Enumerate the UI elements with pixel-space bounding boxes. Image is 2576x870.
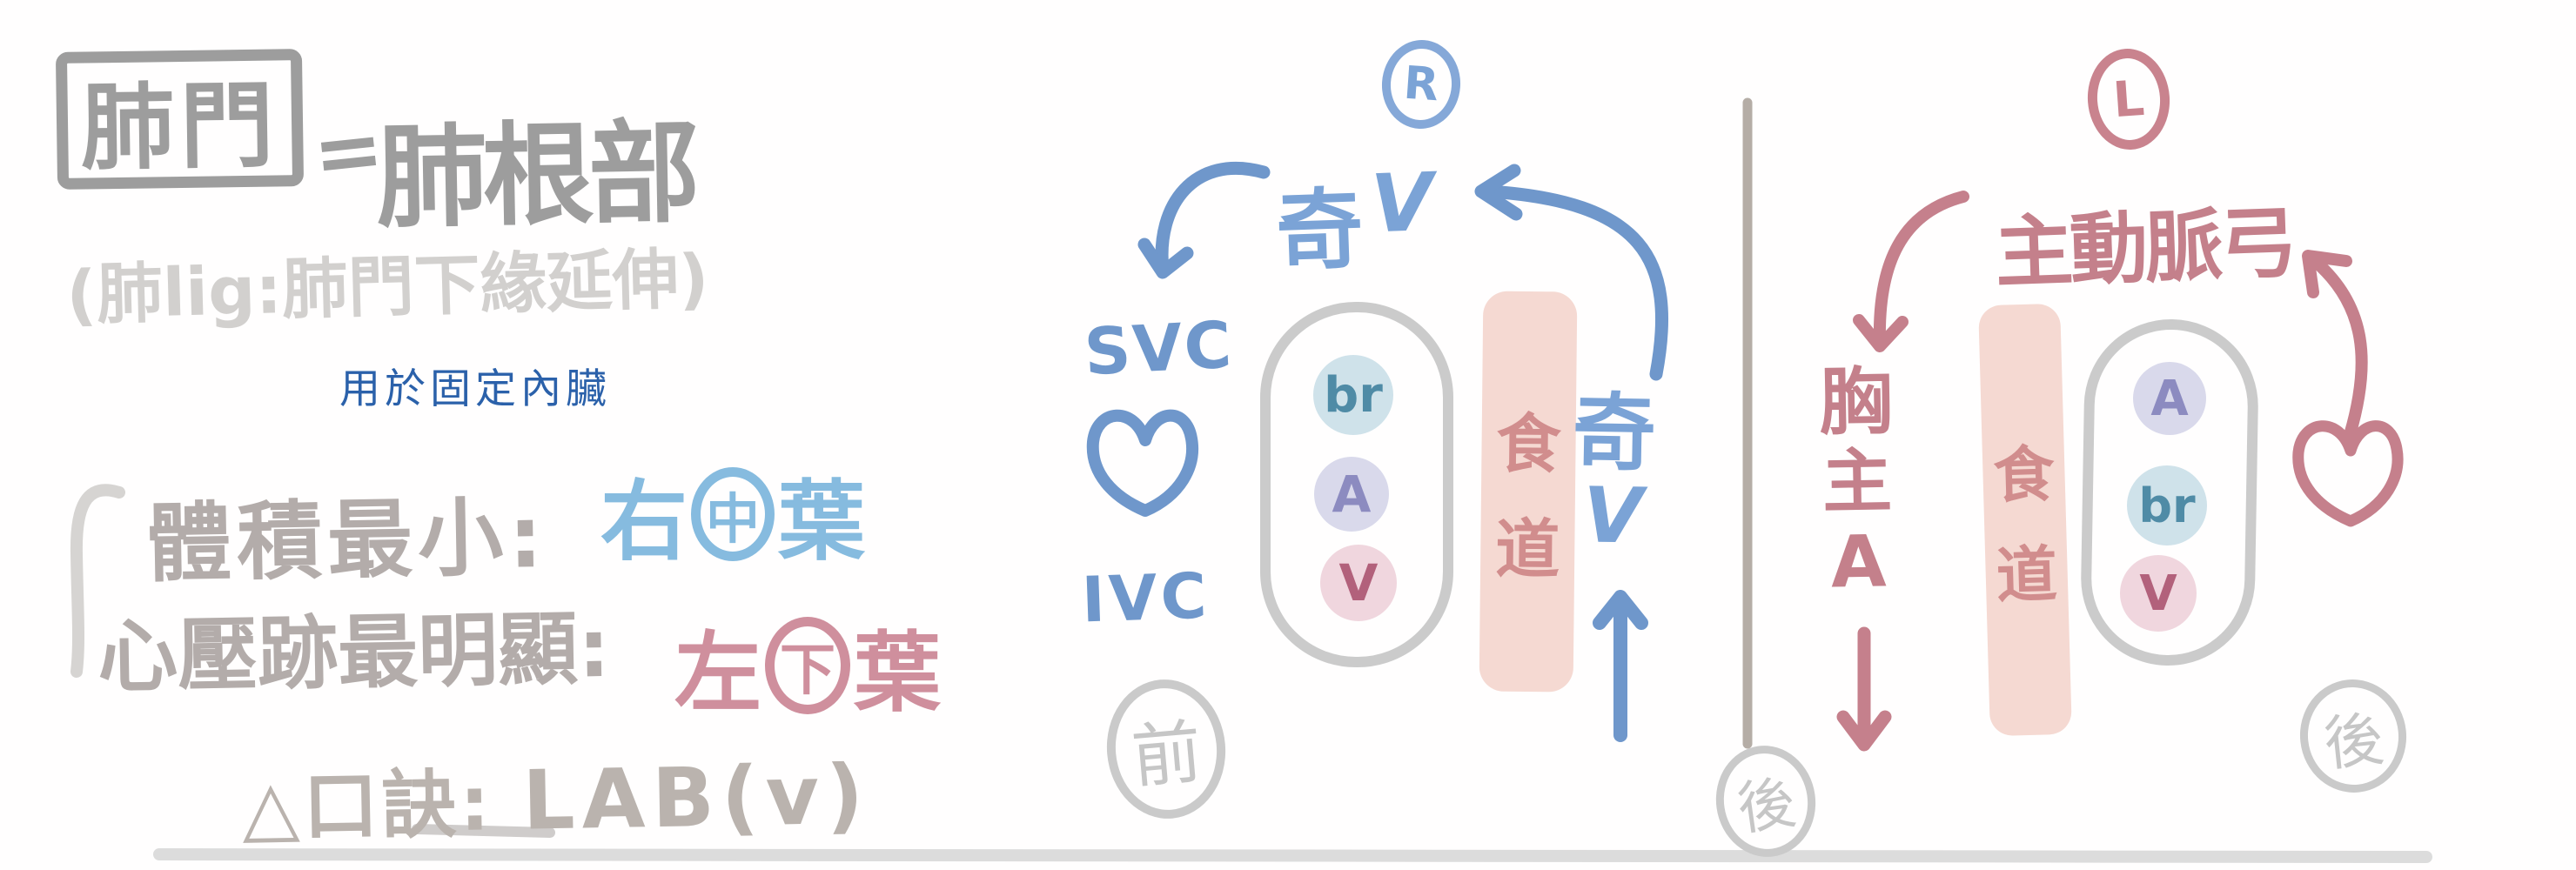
l-artery-chip: A	[2133, 362, 2206, 435]
azygos-to-svc-arrowhead	[1137, 238, 1194, 279]
ivc-label: IVC	[1080, 559, 1211, 637]
thoracic-aorta-label: 胸 主 A	[1814, 358, 1902, 605]
azygos-column-label: 奇 V	[1570, 384, 1657, 561]
azygos-label-letter: V	[1369, 155, 1435, 251]
back-orientation-text-left: 後	[1733, 768, 1800, 844]
l-bronchus-chip: br	[2127, 465, 2207, 545]
bottom-line	[153, 848, 2432, 863]
r-esophagus-char2: 道	[1494, 512, 1560, 588]
aortic-arch-label: 主動脈弓	[1993, 197, 2297, 299]
volume-fact-value: 右 中 葉	[600, 451, 865, 577]
front-orientation-circle: 前	[1101, 674, 1231, 824]
r-side-mark: R	[1401, 57, 1441, 112]
l-vein-chip: V	[2120, 555, 2197, 632]
l-side-mark: L	[2110, 70, 2147, 129]
azygos-arch-arrowhead	[1474, 164, 1523, 221]
back-orientation-circle-left: 後	[1708, 739, 1823, 864]
mnemonic-code: LAB(v)	[521, 747, 871, 849]
volume-value-post: 葉	[778, 471, 865, 572]
cardiac-value-post: 葉	[854, 622, 941, 724]
aorta-down-arrowhead	[1836, 710, 1892, 752]
back-orientation-circle-right: 後	[2294, 673, 2412, 799]
thoracic-aorta-char1: 胸	[1818, 358, 1894, 445]
boxed-term: 肺門	[55, 49, 305, 190]
volume-value-pre: 右	[600, 471, 688, 572]
r-vein-chip: V	[1320, 545, 1397, 621]
azygos-label: 奇 V	[1274, 156, 1436, 287]
azygos-up-arrowhead	[1593, 590, 1648, 630]
arch-to-aorta-arrowhead	[1853, 314, 1909, 352]
l-esophagus-char2: 道	[1995, 538, 2058, 612]
r-artery-chip: A	[1314, 457, 1389, 532]
l-esophagus-bar: 食 道	[1978, 303, 2072, 737]
svc-label: SVC	[1082, 307, 1236, 391]
volume-fact-label: 體積最小:	[145, 487, 549, 595]
mnemonic-label: △口訣:	[241, 760, 494, 853]
heart-icon	[2292, 420, 2404, 527]
cardiac-fact-value: 左 下 葉	[674, 602, 941, 728]
thoracic-aorta-char2: 主	[1821, 440, 1893, 523]
arch-to-aorta-arrow	[1873, 191, 1969, 347]
front-orientation-text: 前	[1128, 711, 1205, 799]
l-esophagus-char1: 食	[1992, 438, 2056, 512]
heart-to-arch-arrowhead	[2302, 250, 2352, 298]
boxed-term-text: 肺門	[79, 71, 280, 184]
volume-value-circled: 中	[691, 466, 775, 561]
l-side-mark-circle: L	[2084, 45, 2173, 153]
ligament-note: (肺lig:肺門下緣延伸)	[65, 239, 710, 334]
azygos-to-svc-arrow	[1155, 161, 1271, 277]
r-esophagus-bar: 食 道	[1479, 291, 1578, 693]
azygos-column-hanzi: 奇	[1571, 384, 1657, 483]
cardiac-fact-label: 心壓跡最明顯:	[97, 601, 611, 705]
r-esophagus-char1: 食	[1496, 406, 1562, 483]
azygos-column-letter: V	[1582, 470, 1644, 561]
cardiac-value-circled: 下	[765, 616, 850, 714]
thoracic-aorta-char3: A	[1830, 520, 1888, 605]
definition-text: 肺根部	[374, 108, 696, 244]
heart-icon	[1086, 409, 1198, 517]
heart-to-arch-arrow	[2309, 255, 2368, 441]
mnemonic-line: △口訣: LAB(v)	[241, 736, 871, 856]
r-side-mark-circle: R	[1379, 37, 1464, 132]
function-note: 用於固定內臟	[339, 365, 611, 413]
cardiac-value-pre: 左	[674, 622, 761, 724]
back-orientation-text-right: 後	[2320, 705, 2387, 780]
r-bronchus-chip: br	[1313, 355, 1393, 435]
azygos-label-hanzi: 奇	[1274, 177, 1365, 284]
